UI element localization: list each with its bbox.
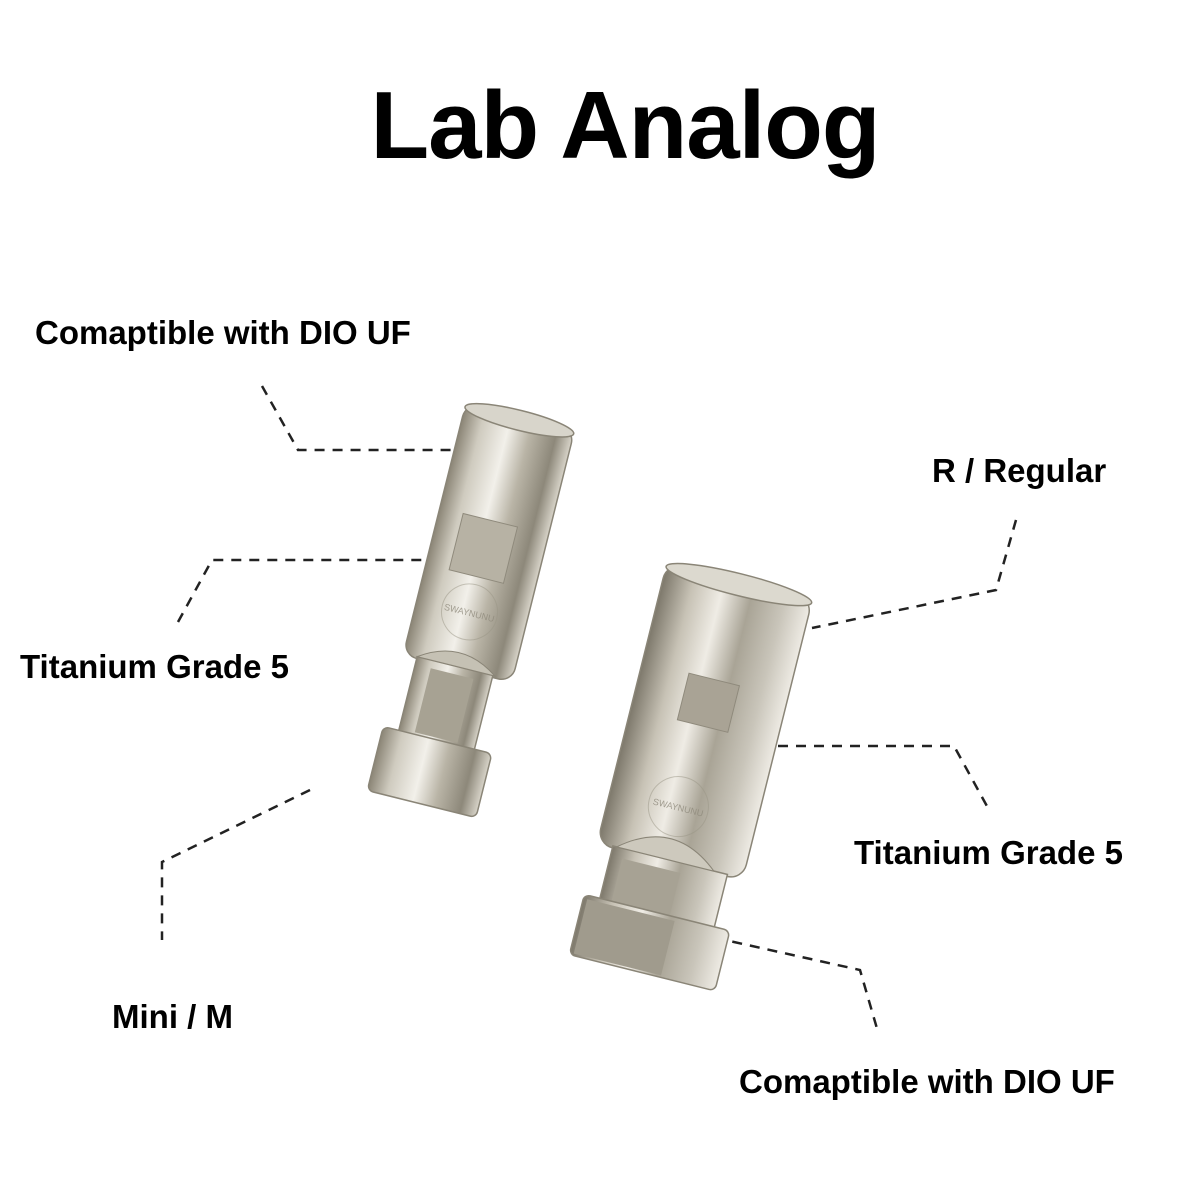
mini-analog-flat [448,512,519,584]
regular-analog-flat [676,672,741,733]
regular-lab-analog: SWAYNUNU [569,562,813,991]
leader-line-left-material [176,558,428,623]
leader-line-right-connection [661,924,880,1033]
right-size-label: R / Regular [932,452,1107,489]
leader-lines-right [661,519,1018,1033]
leader-line-left-size [160,788,311,940]
right-material-label: Titanium Grade 5 [854,834,1123,871]
leader-line-right-material [742,744,990,809]
leader-line-right-size [811,519,1018,630]
left-connection-label: Comaptible with DIO UF [35,314,411,351]
page-title: Lab Analog [370,72,880,179]
left-material-label: Titanium Grade 5 [20,648,289,685]
right-connection-label: Comaptible with DIO UF [739,1063,1115,1100]
leader-line-left-connection [260,385,488,452]
leader-lines-left [160,385,488,940]
mini-analog-base [367,726,492,818]
mini-lab-analog: SWAYNUNU [367,402,575,818]
left-size-label: Mini / M [112,998,233,1035]
